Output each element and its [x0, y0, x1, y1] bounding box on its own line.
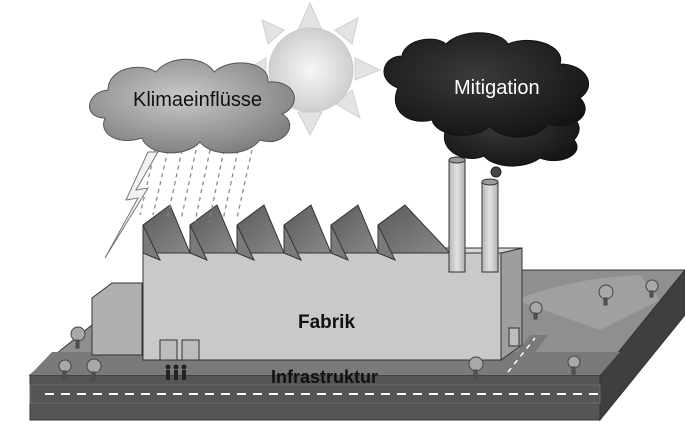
rain-icon	[139, 149, 253, 223]
tree-icon	[58, 279, 659, 381]
factory-label: Fabrik	[298, 312, 356, 333]
storm-cloud	[89, 58, 295, 154]
mitigation-label: Mitigation	[454, 77, 540, 99]
people-icon	[165, 364, 187, 380]
lightning-icon	[104, 151, 159, 259]
chimney-icon	[448, 139, 502, 273]
climate-impacts-label: Klimaeinflüsse	[133, 89, 262, 111]
factory	[91, 204, 523, 361]
emission-cloud	[383, 32, 590, 167]
infrastructure-label: Infrastruktur	[271, 367, 379, 387]
